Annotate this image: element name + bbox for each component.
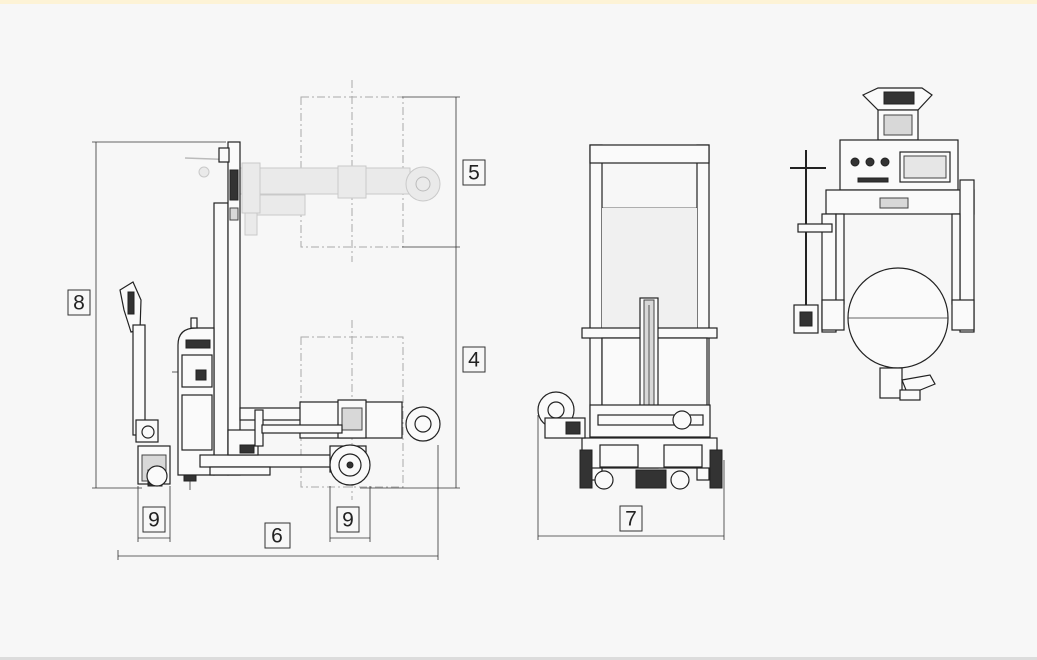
- svg-text:4: 4: [468, 349, 480, 372]
- label-length-total: 6: [264, 522, 291, 549]
- chassis-base: [199, 429, 361, 476]
- label-upper-stroke: 5: [462, 159, 486, 186]
- top-accent-bar: [0, 0, 1037, 4]
- top-crossbar: [589, 144, 710, 164]
- label-wheel-width-left: 9: [142, 506, 166, 533]
- mast-inner: [213, 202, 229, 476]
- svg-text:6: 6: [271, 525, 283, 548]
- wheel-right: [709, 449, 723, 489]
- label-wheel-width-right: 9: [336, 506, 360, 533]
- label-width-total: 7: [619, 505, 643, 532]
- load-wheel-front: [329, 444, 371, 486]
- tiller-handle: [119, 281, 159, 443]
- side-view: 8 5 4 9 9 6: [67, 80, 486, 560]
- body-housing: [172, 317, 215, 476]
- svg-text:9: 9: [342, 509, 354, 532]
- ghost-raised-position: [184, 80, 441, 262]
- svg-text:9: 9: [148, 509, 160, 532]
- svg-text:7: 7: [625, 508, 637, 531]
- wheel-left: [579, 449, 593, 489]
- label-height-total: 8: [67, 289, 91, 316]
- drive-wheel: [146, 465, 168, 487]
- side-view-dimensions: [92, 96, 460, 560]
- drum-clamp: [879, 367, 903, 399]
- label-lower-stroke: 4: [462, 346, 486, 373]
- bottom-divider: [0, 657, 1037, 660]
- top-view: [790, 87, 975, 401]
- svg-text:5: 5: [468, 162, 480, 185]
- lowered-carriage: [239, 399, 441, 447]
- front-view: 7: [537, 144, 725, 540]
- svg-text:8: 8: [73, 292, 85, 315]
